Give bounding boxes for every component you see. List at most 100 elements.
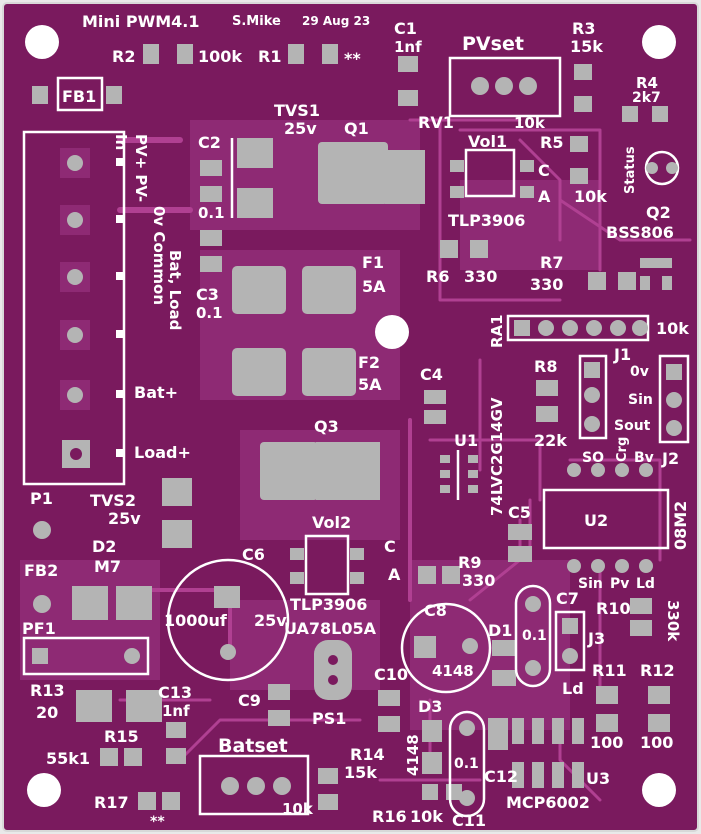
label-FB2: FB2: [24, 561, 58, 580]
label-ua: UA78L05A: [284, 619, 377, 638]
label-R8: R8: [534, 357, 557, 376]
label-r6v: 330: [464, 267, 497, 286]
label-Bv: Bv: [634, 450, 654, 466]
label-d2v: M7: [94, 557, 121, 576]
label-u1v: 74LVC2G14GV: [488, 397, 506, 516]
label-R16: R16: [372, 807, 407, 826]
label-TVS1: TVS1: [274, 101, 320, 120]
label-TVS2: TVS2: [90, 491, 136, 510]
label-batp: Bat+: [134, 383, 178, 402]
p1-terminal-block: [22, 130, 126, 486]
board-date: 29 Aug 23: [302, 14, 370, 28]
label-u3v: MCP6002: [506, 793, 590, 812]
board-author: S.Mike: [232, 14, 281, 29]
label-D3: D3: [418, 697, 442, 716]
label-r13v: 20: [36, 703, 58, 722]
label-R2: R2: [112, 47, 135, 66]
label-r9v: 330: [462, 571, 495, 590]
label-loadp: Load+: [134, 443, 191, 462]
label-r11v: 100: [590, 733, 623, 752]
label-R9: R9: [458, 553, 481, 572]
label-p1a: PV+ PV-: [132, 134, 150, 202]
label-c11v: 0.1: [454, 756, 479, 772]
label-J2: J2: [661, 449, 679, 468]
label-U3: U3: [586, 769, 610, 788]
label-status: Status: [623, 146, 638, 194]
label-R13: R13: [30, 681, 65, 700]
label-C10: C10: [374, 665, 408, 684]
label-r7v: 330: [530, 275, 563, 294]
label-tlp2: TLP3906: [290, 595, 367, 614]
label-Q1: Q1: [344, 119, 369, 138]
label-c2v: 0.1: [198, 204, 225, 222]
label-U2: U2: [584, 511, 608, 530]
label-r4v: 2k7: [632, 90, 661, 106]
mount-hole-bl: [27, 773, 61, 807]
label-R17: R17: [94, 793, 129, 812]
label-Q3: Q3: [314, 417, 339, 436]
label-r12v: 100: [640, 733, 673, 752]
label-c6v: 1000uf: [164, 611, 228, 630]
label-R4: R4: [636, 74, 658, 92]
label-FB1: FB1: [62, 87, 96, 106]
label-R15: R15: [104, 727, 139, 746]
label-Q2: Q2: [646, 203, 671, 222]
label-r8v: 22k: [534, 431, 567, 450]
board-title: Mini PWM4.1: [82, 12, 200, 31]
label-SO: SO: [582, 450, 604, 466]
label-d3v: 4148: [404, 734, 422, 776]
label-c6v2: 25v: [254, 611, 287, 630]
label-R14: R14: [350, 745, 385, 764]
label-Pv: Pv: [610, 576, 629, 592]
smd-pads: [32, 44, 672, 810]
label-ra1v: 10k: [656, 319, 689, 338]
label-P1: P1: [30, 489, 53, 508]
label-RV1: RV1: [418, 113, 454, 132]
label-PVset: PVset: [462, 33, 524, 55]
mount-hole-mid: [375, 315, 409, 349]
label-volA: A: [538, 187, 551, 206]
label-r15v: 55k1: [46, 749, 90, 768]
label-tvs2v: 25v: [108, 509, 141, 528]
label-Sin: Sin: [578, 576, 603, 592]
label-r17v: **: [150, 814, 165, 830]
label-u2v: 08M2: [671, 501, 690, 550]
label-r3v: 15k: [570, 37, 603, 56]
label-RA1: RA1: [488, 314, 506, 348]
label-R10: R10: [596, 599, 631, 618]
label-Vol2: Vol2: [312, 513, 351, 532]
label-Batset: Batset: [218, 735, 288, 757]
silkscreen-text: Mini PWM4.1 S.Mike 29 Aug 23 R2 100k R1 …: [22, 12, 690, 830]
label-volC: C: [538, 161, 550, 180]
label-c13v: 1nf: [162, 702, 190, 720]
label-R1: R1: [258, 47, 281, 66]
mount-hole-br: [642, 773, 676, 807]
label-p1b: 0v Common: [150, 206, 168, 305]
mounting-holes: [25, 25, 676, 807]
label-C11: C11: [452, 811, 486, 830]
label-jSout: Sout: [614, 418, 651, 434]
label-c8v: 4148: [432, 662, 474, 680]
label-U1: U1: [454, 431, 478, 450]
label-D2: D2: [92, 537, 116, 556]
label-r1v: **: [344, 49, 361, 68]
traces: [117, 118, 692, 802]
label-c1v: 1nf: [394, 38, 422, 56]
label-p1c: Bat, Load: [166, 250, 184, 330]
label-R5: R5: [540, 133, 563, 152]
label-C1: C1: [394, 19, 417, 38]
label-rv1v: 10k: [514, 114, 546, 132]
label-Ld: Ld: [636, 576, 655, 592]
label-F1: F1: [362, 253, 384, 272]
label-R3: R3: [572, 19, 595, 38]
label-batset10k: 10k: [282, 800, 314, 818]
silk-outlines: [230, 138, 516, 596]
label-p1a2: In: [112, 134, 130, 150]
label-C4: C4: [420, 365, 443, 384]
label-q2v: BSS806: [606, 223, 674, 242]
label-F2: F2: [358, 353, 380, 372]
label-c7v: 0.1: [522, 628, 547, 644]
label-ld2: Ld: [562, 679, 584, 698]
